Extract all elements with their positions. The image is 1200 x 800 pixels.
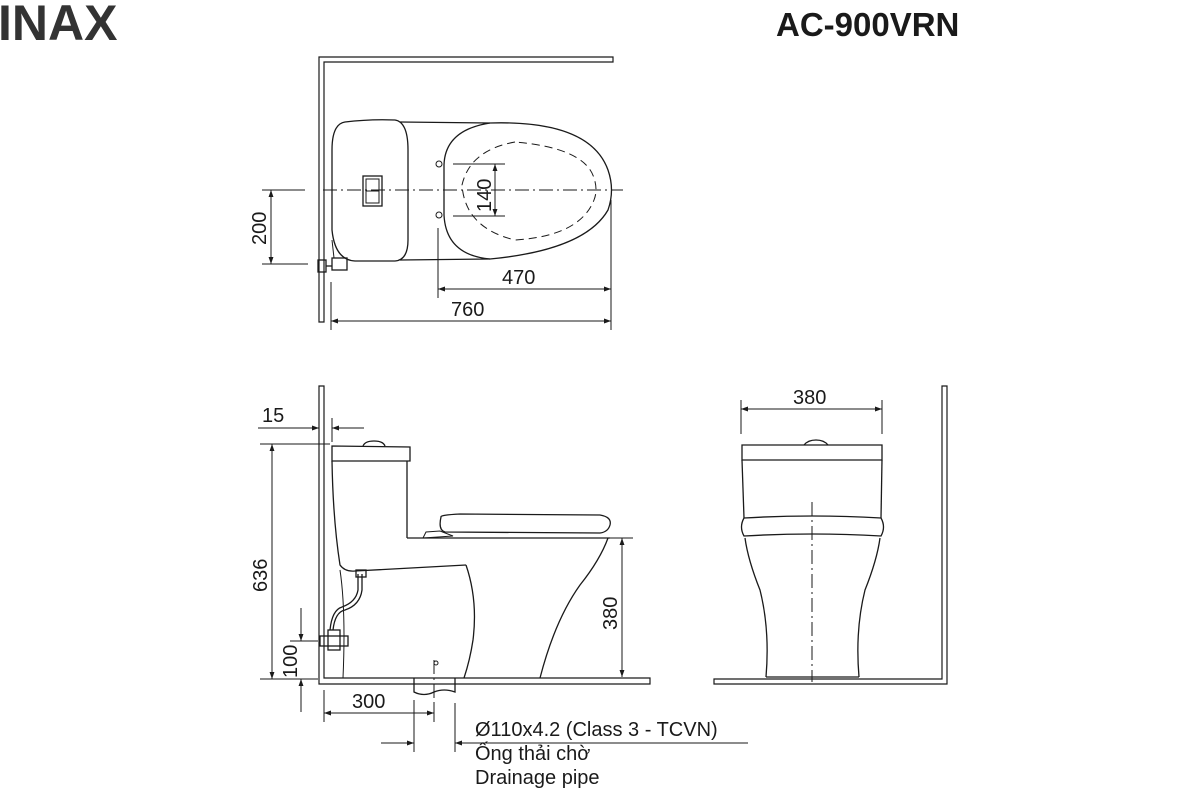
bowl-inner-outline	[461, 141, 597, 241]
drain-label-vi: Ống thải chờ	[475, 743, 591, 765]
dim-300-label: 300	[352, 691, 385, 713]
dim-140-label: 140	[474, 179, 496, 212]
wall-floor-front-view	[713, 385, 948, 685]
seat-outline	[443, 122, 613, 260]
pedestal-right	[857, 537, 881, 678]
seat-band	[740, 515, 885, 537]
drain-spec: Ø110x4.2 (Class 3 - TCVN)	[475, 719, 718, 741]
side-view: 15 636 100 380 300	[250, 385, 748, 752]
dim-100-label: 100	[280, 645, 302, 678]
drain-note: Ø110x4.2 (Class 3 - TCVN) Ống thải chờ D…	[475, 718, 718, 790]
toilet-seat	[439, 513, 611, 534]
dim-15-label: 15	[262, 405, 284, 427]
tank-outline	[331, 119, 409, 262]
pedestal-left	[744, 537, 768, 678]
model-number: AC-900VRN	[776, 6, 960, 43]
flush-button-icon	[362, 175, 383, 207]
dim-470-label: 470	[502, 267, 535, 289]
dim-380-height-label: 380	[600, 597, 622, 630]
drain-label-en: Drainage pipe	[475, 767, 600, 789]
angle-valve	[319, 635, 349, 647]
top-view: 200 140 470 760	[249, 56, 623, 330]
supply-hose	[332, 574, 363, 631]
wall-top-view	[318, 56, 614, 323]
dim-636-label: 636	[250, 559, 272, 592]
bowl-front-curve	[539, 537, 609, 679]
dim-380-width-label: 380	[793, 387, 826, 409]
brand-logo: INAX	[0, 0, 118, 51]
dim-760-label: 760	[451, 299, 484, 321]
wall-floor-side-view	[318, 385, 651, 685]
front-view: 380	[713, 385, 948, 685]
tank-lid	[331, 445, 411, 462]
dim-200-label: 200	[249, 212, 271, 245]
